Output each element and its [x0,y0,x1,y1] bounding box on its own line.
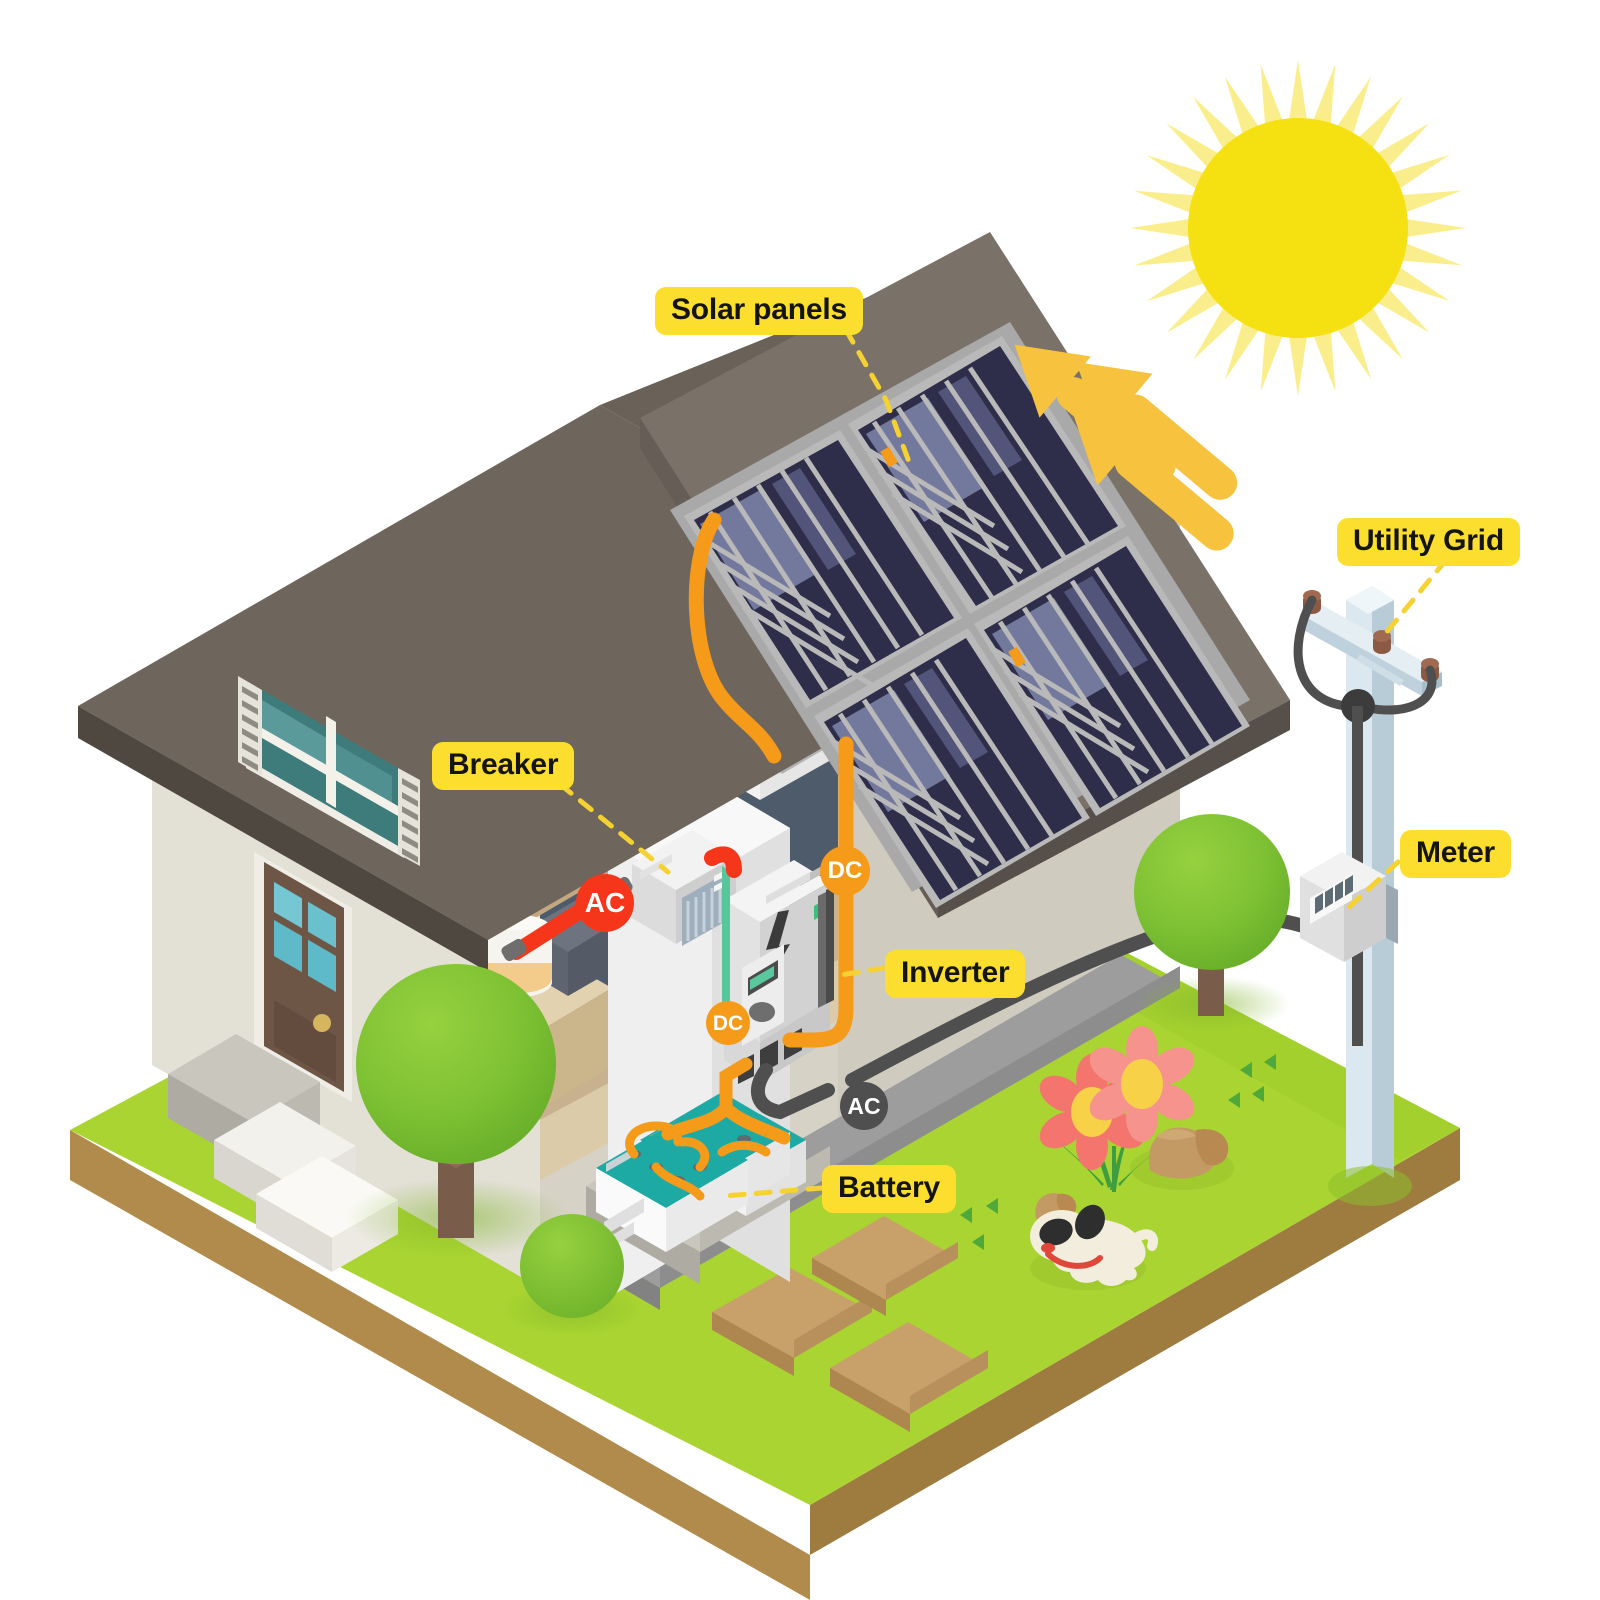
flowers [1039,1026,1195,1192]
callout-battery[interactable]: Battery [822,1165,956,1213]
front-steps [168,1034,398,1272]
callout-inverter[interactable]: Inverter [885,950,1026,998]
solar-panel-array [670,322,1250,908]
sun-arrows [1014,344,1238,551]
stepping-stones [712,1216,988,1432]
breaker-panel [632,830,736,946]
front-door [254,852,352,1102]
solar-panel-1 [684,430,962,708]
leader-inverter [831,965,887,979]
tree-front [346,964,570,1258]
bush-front [502,1214,642,1336]
tree-right [1134,814,1290,1032]
badge-ac-breaker: AC [576,874,634,932]
ac-cable-red-top [704,846,742,878]
leader-meter [1345,859,1401,911]
callout-solar-panels[interactable]: Solar panels [655,287,864,335]
badge-ac-grid: AC [840,1082,888,1130]
sun-rays [1130,60,1466,396]
sun [1130,60,1466,396]
solar-panel-2 [848,336,1126,614]
sun-core [1188,118,1408,338]
solar-panel-3 [814,628,1090,908]
leader-solar-panels [843,327,915,473]
badge-dc-roof: DC [820,846,870,896]
badge-dc-battery: DC [706,1001,750,1045]
leader-battery [721,1185,825,1199]
callout-meter[interactable]: Meter [1400,830,1512,878]
callout-utility-grid[interactable]: Utility Grid [1337,518,1520,566]
callout-breaker[interactable]: Breaker [432,742,575,790]
window [238,676,420,866]
leader-utility-grid [1377,557,1449,643]
electric-meter [1300,852,1398,962]
dc-cable-panels [688,512,782,764]
dog [1030,1204,1158,1290]
battery-interlinks [625,1121,771,1201]
dc-cable-roof-run [782,736,854,1048]
